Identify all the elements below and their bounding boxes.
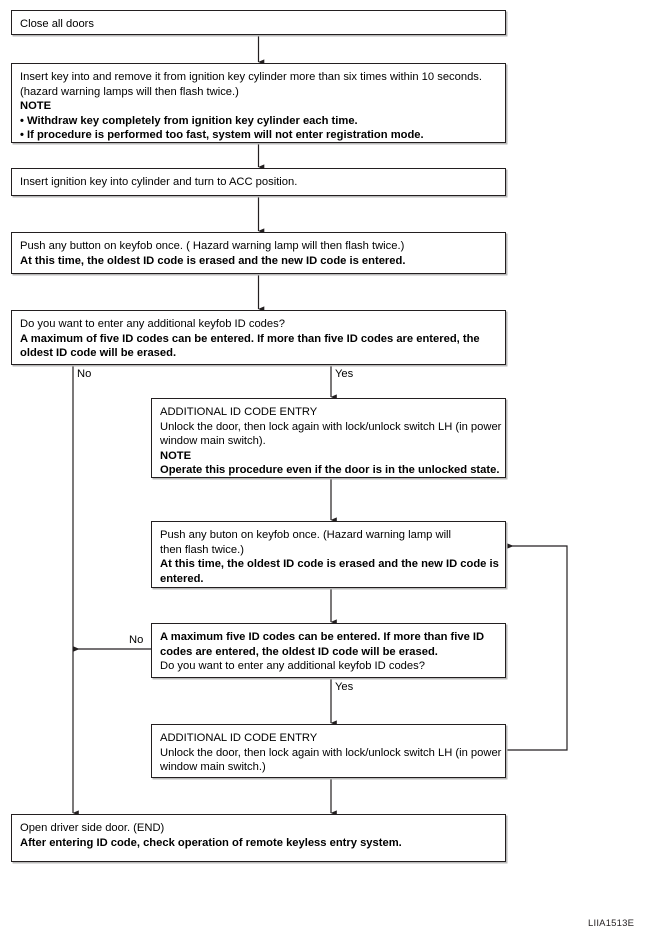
node-line: Unlock the door, then lock again with lo…	[160, 420, 502, 433]
node-line: (hazard warning lamps will then flash tw…	[20, 85, 239, 98]
branch-label-yes-second: Yes	[335, 681, 354, 693]
node-line: At this time, the oldest ID code is eras…	[160, 558, 499, 570]
node-line: ADDITIONAL ID CODE ENTRY	[160, 406, 318, 418]
node-line: entered.	[160, 572, 204, 585]
node-line: NOTE	[20, 100, 52, 112]
node-additional-id-code-entry-first: ADDITIONAL ID CODE ENTRY Unlock the door…	[151, 398, 506, 478]
node-line: window main switch.)	[160, 761, 266, 773]
node-line: codes are entered, the oldest ID code wi…	[160, 645, 438, 658]
node-line: Push any button on keyfob once. ( Hazard…	[20, 240, 405, 252]
node-decision-additional-codes-first: Do you want to enter any additional keyf…	[11, 310, 506, 365]
node-close-all-doors: Close all doors	[11, 10, 506, 35]
node-line: ADDITIONAL ID CODE ENTRY	[160, 732, 318, 744]
node-line: A maximum five ID codes can be entered. …	[160, 631, 485, 643]
node-line: • If procedure is performed too fast, sy…	[20, 129, 424, 141]
node-line: Insert ignition key into cylinder and tu…	[20, 176, 298, 188]
node-line: • Withdraw key completely from ignition …	[20, 114, 358, 127]
branch-label-no-first: No	[77, 368, 92, 380]
node-line: Insert key into and remove it from ignit…	[20, 71, 482, 83]
node-open-driver-door-end: Open driver side door. (END) After enter…	[11, 814, 506, 862]
node-line: Close all doors	[20, 18, 94, 30]
node-line: Operate this procedure even if the door …	[160, 464, 500, 476]
node-line: Open driver side door. (END)	[20, 822, 165, 834]
node-line: oldest ID code will be erased.	[20, 347, 177, 359]
node-line: then flash twice.)	[160, 543, 244, 556]
node-additional-id-code-entry-second: ADDITIONAL ID CODE ENTRY Unlock the door…	[151, 724, 506, 778]
node-insert-remove-key: Insert key into and remove it from ignit…	[11, 63, 506, 143]
node-line: After entering ID code, check operation …	[20, 836, 402, 849]
node-push-keyfob-button-first: Push any button on keyfob once. ( Hazard…	[11, 232, 506, 274]
node-line: Push any buton on keyfob once. (Hazard w…	[160, 529, 452, 541]
node-push-keyfob-button-second: Push any buton on keyfob once. (Hazard w…	[151, 521, 506, 588]
node-line: Do you want to enter any additional keyf…	[20, 318, 285, 330]
node-turn-key-acc: Insert ignition key into cylinder and tu…	[11, 168, 506, 196]
branch-label-yes-first: Yes	[335, 368, 354, 380]
node-line: window main switch).	[160, 435, 266, 447]
node-line: NOTE	[160, 449, 192, 462]
node-line: A maximum of five ID codes can be entere…	[20, 332, 480, 345]
node-line: At this time, the oldest ID code is eras…	[20, 254, 406, 267]
figure-id-label: LIIA1513E	[588, 918, 635, 929]
node-line: Do you want to enter any additional keyf…	[160, 660, 425, 672]
node-line: Unlock the door, then lock again with lo…	[160, 746, 502, 759]
node-decision-additional-codes-second: A maximum five ID codes can be entered. …	[151, 623, 506, 678]
branch-label-no-second: No	[129, 634, 144, 646]
